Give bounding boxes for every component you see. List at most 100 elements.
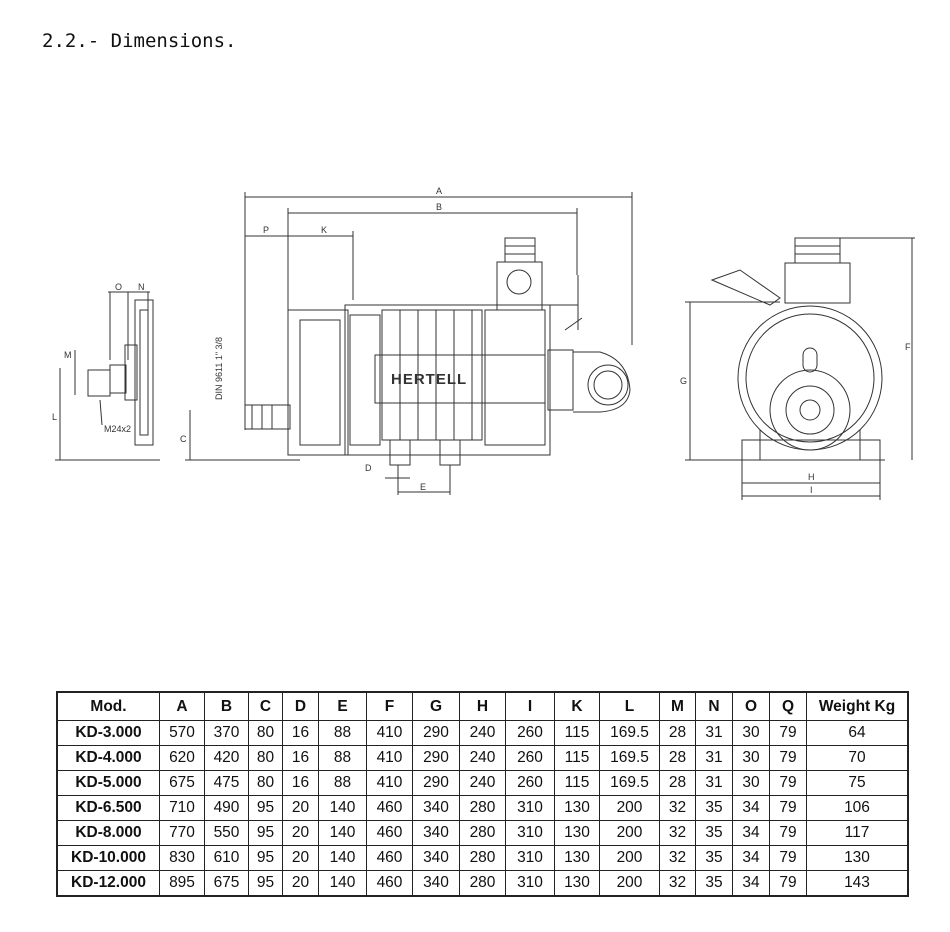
column-header: N	[695, 691, 733, 721]
table-cell: 31	[695, 720, 733, 746]
table-cell: 290	[412, 720, 460, 746]
table-cell: 117	[806, 820, 909, 846]
table-cell: 16	[282, 770, 319, 796]
column-header: D	[282, 691, 319, 721]
table-cell: 130	[554, 870, 600, 897]
table-cell: 95	[248, 845, 283, 871]
table-cell: 169.5	[599, 745, 660, 771]
front-view	[685, 237, 915, 500]
table-cell: 410	[366, 770, 413, 796]
table-cell: 35	[695, 795, 733, 821]
table-cell: 240	[459, 770, 506, 796]
dim-letter-o: O	[115, 282, 122, 292]
table-cell: 310	[505, 795, 555, 821]
table-cell: 260	[505, 720, 555, 746]
column-header: L	[599, 691, 660, 721]
table-cell: 770	[159, 820, 205, 846]
table-cell: 490	[204, 795, 249, 821]
table-cell: 28	[659, 720, 696, 746]
table-cell: 140	[318, 870, 367, 897]
table-cell: 675	[204, 870, 249, 897]
table-cell: 140	[318, 820, 367, 846]
dim-letter-n: N	[138, 282, 145, 292]
column-header: C	[248, 691, 283, 721]
table-cell: 30	[732, 720, 770, 746]
column-header: H	[459, 691, 506, 721]
table-cell: 200	[599, 870, 660, 897]
dim-letter-b: B	[436, 202, 442, 212]
column-header: I	[505, 691, 555, 721]
dim-letter-i: I	[810, 485, 813, 495]
section-heading: 2.2.- Dimensions.	[42, 30, 237, 52]
table-cell: 20	[282, 845, 319, 871]
table-cell: 79	[769, 770, 807, 796]
thread-label: M24x2	[104, 424, 131, 434]
table-cell: 34	[732, 845, 770, 871]
table-cell: 290	[412, 745, 460, 771]
table-cell: 30	[732, 745, 770, 771]
table-cell: 79	[769, 795, 807, 821]
table-cell: 20	[282, 820, 319, 846]
column-header: K	[554, 691, 600, 721]
table-cell: 31	[695, 770, 733, 796]
table-cell: 310	[505, 820, 555, 846]
din-label: DIN 9611 1" 3/8	[214, 337, 224, 400]
pump-technical-drawing: HERTELL M24x2 DIN 9611 1" 3/8 A B P K O …	[52, 186, 915, 500]
table-cell: 310	[505, 845, 555, 871]
table-cell: 16	[282, 745, 319, 771]
table-cell: 340	[412, 870, 460, 897]
table-cell: 240	[459, 745, 506, 771]
table-cell: 830	[159, 845, 205, 871]
table-cell: 34	[732, 795, 770, 821]
table-cell: 79	[769, 870, 807, 897]
table-cell: 675	[159, 770, 205, 796]
column-header: Q	[769, 691, 807, 721]
column-header: G	[412, 691, 460, 721]
column-header: Mod.	[56, 691, 160, 721]
table-cell: 410	[366, 720, 413, 746]
table-cell: 460	[366, 795, 413, 821]
table-cell: 550	[204, 820, 249, 846]
table-cell: 75	[806, 770, 909, 796]
dim-letter-a: A	[436, 186, 442, 196]
dim-letter-m: M	[64, 350, 72, 360]
model-cell: KD-12.000	[56, 870, 160, 897]
dim-letter-d: D	[365, 463, 372, 473]
table-cell: 340	[412, 845, 460, 871]
table-cell: 95	[248, 870, 283, 897]
dim-letter-h: H	[808, 472, 815, 482]
table-cell: 32	[659, 845, 696, 871]
table-cell: 95	[248, 795, 283, 821]
table-cell: 31	[695, 745, 733, 771]
table-cell: 32	[659, 795, 696, 821]
table-cell: 280	[459, 870, 506, 897]
table-cell: 16	[282, 720, 319, 746]
table-cell: 30	[732, 770, 770, 796]
table-cell: 20	[282, 795, 319, 821]
table-cell: 80	[248, 720, 283, 746]
model-cell: KD-6.500	[56, 795, 160, 821]
table-cell: 20	[282, 870, 319, 897]
table-cell: 710	[159, 795, 205, 821]
table-cell: 290	[412, 770, 460, 796]
table-cell: 35	[695, 845, 733, 871]
table-cell: 460	[366, 870, 413, 897]
model-cell: KD-10.000	[56, 845, 160, 871]
model-cell: KD-4.000	[56, 745, 160, 771]
table-cell: 420	[204, 745, 249, 771]
column-header: B	[204, 691, 249, 721]
table-cell: 35	[695, 820, 733, 846]
table-cell: 79	[769, 820, 807, 846]
dim-letter-g: G	[680, 376, 687, 386]
table-cell: 130	[554, 820, 600, 846]
table-cell: 70	[806, 745, 909, 771]
column-header: F	[366, 691, 413, 721]
table-cell: 200	[599, 845, 660, 871]
table-cell: 115	[554, 745, 600, 771]
table-cell: 34	[732, 820, 770, 846]
